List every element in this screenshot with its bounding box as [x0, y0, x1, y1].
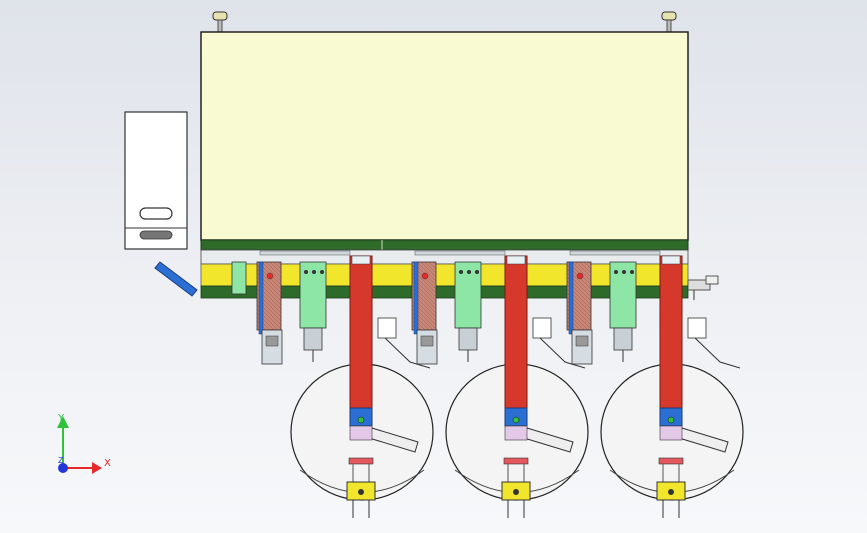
x-axis-label: X [104, 458, 111, 469]
transfer-arm [349, 255, 373, 409]
station-3 [566, 255, 744, 518]
coordinate-triad [57, 416, 102, 474]
station-1 [256, 255, 434, 518]
right-bracket [687, 275, 719, 300]
control-box [124, 111, 188, 250]
green-rail [200, 239, 689, 251]
transfer-arm [659, 255, 683, 409]
y-axis-label: Y [58, 413, 65, 424]
leveling-foot-left [212, 11, 228, 33]
transfer-arm [504, 255, 528, 409]
side-handle [154, 261, 198, 297]
main-housing [200, 31, 689, 241]
z-axis-label: Z [58, 456, 64, 465]
station-2 [411, 255, 589, 518]
leveling-foot-right [661, 11, 677, 33]
